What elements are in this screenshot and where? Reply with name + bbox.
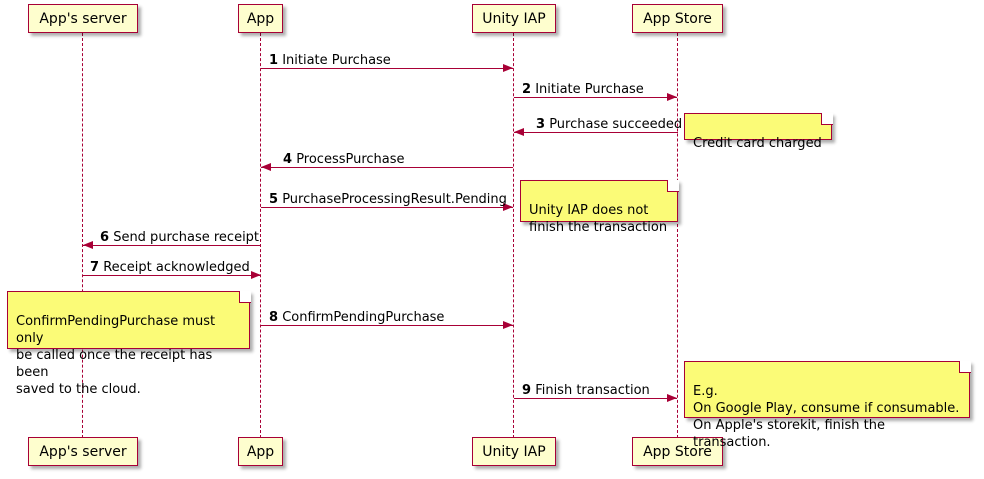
message-label-8: 8 ConfirmPendingPurchase — [269, 311, 444, 324]
participant-label: App — [246, 10, 275, 27]
message-arrow-4 — [261, 167, 513, 168]
arrowhead-4 — [261, 162, 271, 171]
participant-label: App — [246, 443, 275, 460]
message-text-4: ProcessPurchase — [296, 152, 405, 167]
participant-label: Unity IAP — [482, 443, 546, 460]
message-label-7: 7 Receipt acknowledged — [90, 261, 250, 274]
participant-label: App's server — [39, 10, 127, 27]
note-text: E.g. On Google Play, consume if consumab… — [693, 384, 960, 450]
message-label-1: 1 Initiate Purchase — [269, 54, 391, 67]
message-arrow-1 — [261, 68, 513, 69]
arrowhead-5 — [503, 202, 513, 211]
message-label-5: 5 PurchaseProcessingResult.Pending — [269, 193, 507, 206]
arrowhead-3 — [514, 127, 524, 136]
message-seq-3: 3 — [536, 117, 546, 132]
note-confirm-pending-purchase: ConfirmPendingPurchase must only be call… — [7, 290, 251, 397]
message-text-6: Send purchase receipt — [113, 230, 260, 245]
message-text-7: Receipt acknowledged — [103, 260, 250, 275]
participant-app-server-top[interactable]: App's server — [28, 4, 138, 33]
message-text-2: Initiate Purchase — [535, 82, 644, 97]
arrowhead-8 — [503, 320, 513, 329]
participant-label: App Store — [643, 10, 712, 27]
message-seq-5: 5 — [269, 192, 279, 207]
message-label-2: 2 Initiate Purchase — [522, 83, 644, 96]
message-arrow-9 — [514, 398, 677, 399]
participant-app-bottom[interactable]: App — [238, 437, 283, 466]
lifeline-app-store — [677, 33, 678, 438]
message-seq-4: 4 — [283, 152, 293, 167]
note-text: Unity IAP does not finish the transactio… — [529, 203, 668, 235]
message-text-5: PurchaseProcessingResult.Pending — [282, 192, 507, 207]
participant-app-store-bottom[interactable]: App Store — [632, 437, 723, 466]
message-label-3: 3 Purchase succeeded — [536, 118, 682, 131]
message-seq-7: 7 — [90, 260, 100, 275]
message-seq-6: 6 — [100, 230, 110, 245]
arrowhead-7 — [251, 270, 261, 279]
message-arrow-8 — [261, 325, 513, 326]
note-credit-card-charged: Credit card charged — [684, 112, 833, 151]
message-seq-9: 9 — [522, 383, 532, 398]
participant-label: App Store — [643, 443, 712, 460]
lifeline-app-server — [82, 33, 83, 438]
participant-app-store-top[interactable]: App Store — [632, 4, 723, 33]
message-text-8: ConfirmPendingPurchase — [282, 310, 445, 325]
message-arrow-5 — [261, 207, 513, 208]
message-arrow-7 — [83, 275, 261, 276]
note-unity-iap-pending: Unity IAP does not finish the transactio… — [520, 179, 679, 235]
message-label-6: 6 Send purchase receipt — [100, 231, 259, 244]
participant-label: App's server — [39, 443, 127, 460]
message-arrow-2 — [514, 97, 677, 98]
message-arrow-3 — [514, 132, 678, 133]
message-seq-8: 8 — [269, 310, 279, 325]
message-label-9: 9 Finish transaction — [522, 384, 650, 397]
message-label-4: 4 ProcessPurchase — [283, 153, 405, 166]
message-text-9: Finish transaction — [535, 383, 650, 398]
lifeline-app — [260, 33, 261, 438]
arrowhead-1 — [503, 63, 513, 72]
message-seq-1: 1 — [269, 53, 279, 68]
participant-unity-iap-bottom[interactable]: Unity IAP — [472, 437, 556, 466]
arrowhead-9 — [667, 393, 677, 402]
arrowhead-6 — [83, 240, 93, 249]
participant-label: Unity IAP — [482, 10, 546, 27]
message-arrow-6 — [83, 245, 261, 246]
participant-unity-iap-top[interactable]: Unity IAP — [472, 4, 556, 33]
participant-app-server-bottom[interactable]: App's server — [28, 437, 138, 466]
lifeline-unity-iap — [513, 33, 514, 438]
message-text-3: Purchase succeeded — [549, 117, 683, 132]
message-text-1: Initiate Purchase — [282, 53, 391, 68]
note-text: ConfirmPendingPurchase must only be call… — [16, 314, 216, 397]
message-seq-2: 2 — [522, 82, 532, 97]
note-text: Credit card charged — [693, 136, 822, 151]
arrowhead-2 — [667, 92, 677, 101]
participant-app-top[interactable]: App — [238, 4, 283, 33]
note-finish-transaction-examples: E.g. On Google Play, consume if consumab… — [684, 360, 971, 450]
